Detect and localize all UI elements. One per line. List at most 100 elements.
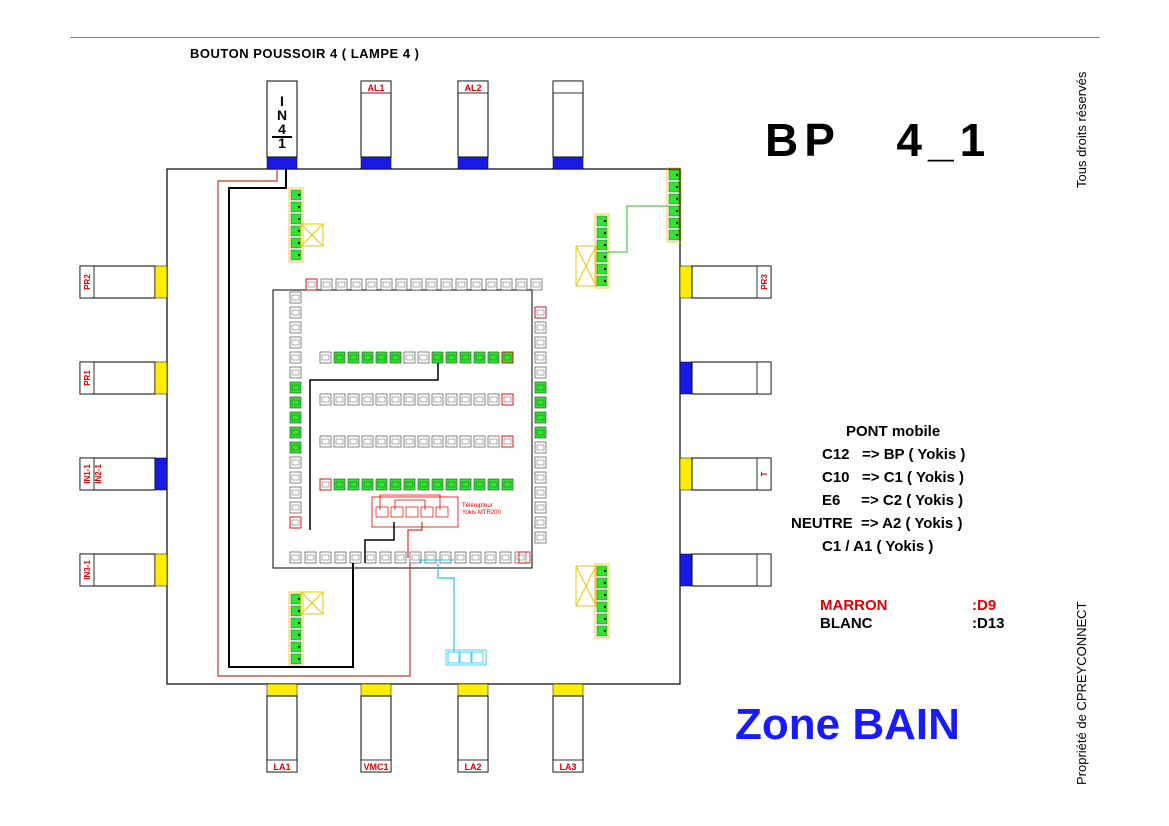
- wire-blanc: [228, 169, 354, 668]
- stack-terminal: [668, 229, 680, 241]
- rights-note: Tous droits réservés: [1074, 71, 1089, 188]
- connector-pin: [360, 156, 392, 170]
- stack-frame: [666, 167, 682, 243]
- stack-cross-box: [575, 565, 597, 607]
- terminal-screw: [405, 354, 414, 361]
- terminal: [534, 456, 547, 469]
- terminal-screw: [433, 396, 442, 403]
- terminal-screw: [447, 396, 456, 403]
- connector-bottom: [266, 695, 298, 773]
- terminal-screw: [291, 294, 300, 301]
- stack-terminal: [290, 641, 302, 653]
- terminal: [454, 551, 467, 564]
- terminal: [534, 411, 547, 424]
- terminal-screw: [487, 281, 496, 288]
- stack-terminal: [596, 251, 608, 263]
- connector-label-box: [79, 265, 95, 299]
- connector-label: VMC1: [363, 762, 388, 772]
- terminal: [470, 278, 483, 291]
- terminal: [347, 393, 360, 406]
- terminal-screw: [475, 396, 484, 403]
- top-rule: [70, 37, 1100, 38]
- terminal-screw: [351, 554, 360, 561]
- connector-pin: [679, 265, 693, 299]
- terminal-screw: [291, 444, 300, 451]
- terminal: [375, 351, 388, 364]
- terminal: [459, 351, 472, 364]
- bridge-line: C1 / A1 ( Yokis ): [822, 538, 934, 555]
- terminal-screw: [433, 481, 442, 488]
- connector-bottom: [360, 695, 392, 773]
- connector-label: IN1-1: [83, 464, 92, 484]
- stack-frame: [594, 563, 610, 639]
- connector-label-box: [79, 457, 95, 491]
- terminal: [459, 478, 472, 491]
- terminal: [417, 351, 430, 364]
- terminal-screw: [461, 396, 470, 403]
- legend-value: :D13: [972, 615, 1005, 632]
- terminal: [289, 381, 302, 394]
- stack-terminal: [668, 169, 680, 181]
- terminal: [289, 396, 302, 409]
- terminal: [304, 551, 317, 564]
- module-outline: [371, 496, 459, 528]
- terminal: [431, 478, 444, 491]
- terminal: [389, 435, 402, 448]
- terminal: [431, 435, 444, 448]
- terminal-screw: [419, 396, 428, 403]
- stack-dot: [603, 243, 607, 247]
- terminal-screw: [461, 354, 470, 361]
- terminal: [289, 321, 302, 334]
- connector-pin: [679, 553, 693, 587]
- terminal-screw: [517, 281, 526, 288]
- terminal: [487, 351, 500, 364]
- terminal-screw: [447, 354, 456, 361]
- connector-label: LA3: [559, 762, 576, 772]
- terminal: [289, 411, 302, 424]
- connector-label-box: [756, 553, 772, 587]
- module-terminal: [390, 506, 404, 518]
- terminal-screw: [291, 384, 300, 391]
- terminal: [361, 351, 374, 364]
- connector-label: IN2-1: [94, 464, 103, 484]
- terminal: [403, 393, 416, 406]
- terminal: [347, 435, 360, 448]
- terminal-screw: [306, 554, 315, 561]
- stack-terminal: [596, 227, 608, 239]
- terminal: [375, 393, 388, 406]
- terminal-red: [305, 278, 318, 291]
- terminal: [445, 435, 458, 448]
- terminal-screw: [503, 481, 512, 488]
- terminal-red: [534, 306, 547, 319]
- terminal-screw: [291, 459, 300, 466]
- terminal-screw: [291, 399, 300, 406]
- connector-label-box: [360, 80, 392, 94]
- terminal-screw: [489, 438, 498, 445]
- terminal: [424, 551, 437, 564]
- terminal-screw: [352, 281, 361, 288]
- terminal-screw: [377, 396, 386, 403]
- terminal: [417, 435, 430, 448]
- terminal: [534, 321, 547, 334]
- connector-pin: [552, 683, 584, 697]
- terminal-screw: [405, 396, 414, 403]
- terminal: [431, 351, 444, 364]
- terminal-screw: [391, 396, 400, 403]
- connector-pin: [154, 265, 168, 299]
- zone-label: Zone BAIN: [735, 700, 960, 749]
- terminal: [455, 278, 468, 291]
- terminal-screw: [405, 481, 414, 488]
- terminal: [333, 435, 346, 448]
- terminal-screw: [396, 554, 405, 561]
- terminal: [501, 478, 514, 491]
- terminal-screw: [377, 481, 386, 488]
- terminal: [459, 393, 472, 406]
- stack-dot: [675, 185, 679, 189]
- terminal: [319, 393, 332, 406]
- terminal-screw: [472, 281, 481, 288]
- stack-cross-box: [300, 223, 324, 247]
- terminal: [289, 471, 302, 484]
- connector-label: T: [760, 471, 769, 476]
- terminal-screw: [536, 369, 545, 376]
